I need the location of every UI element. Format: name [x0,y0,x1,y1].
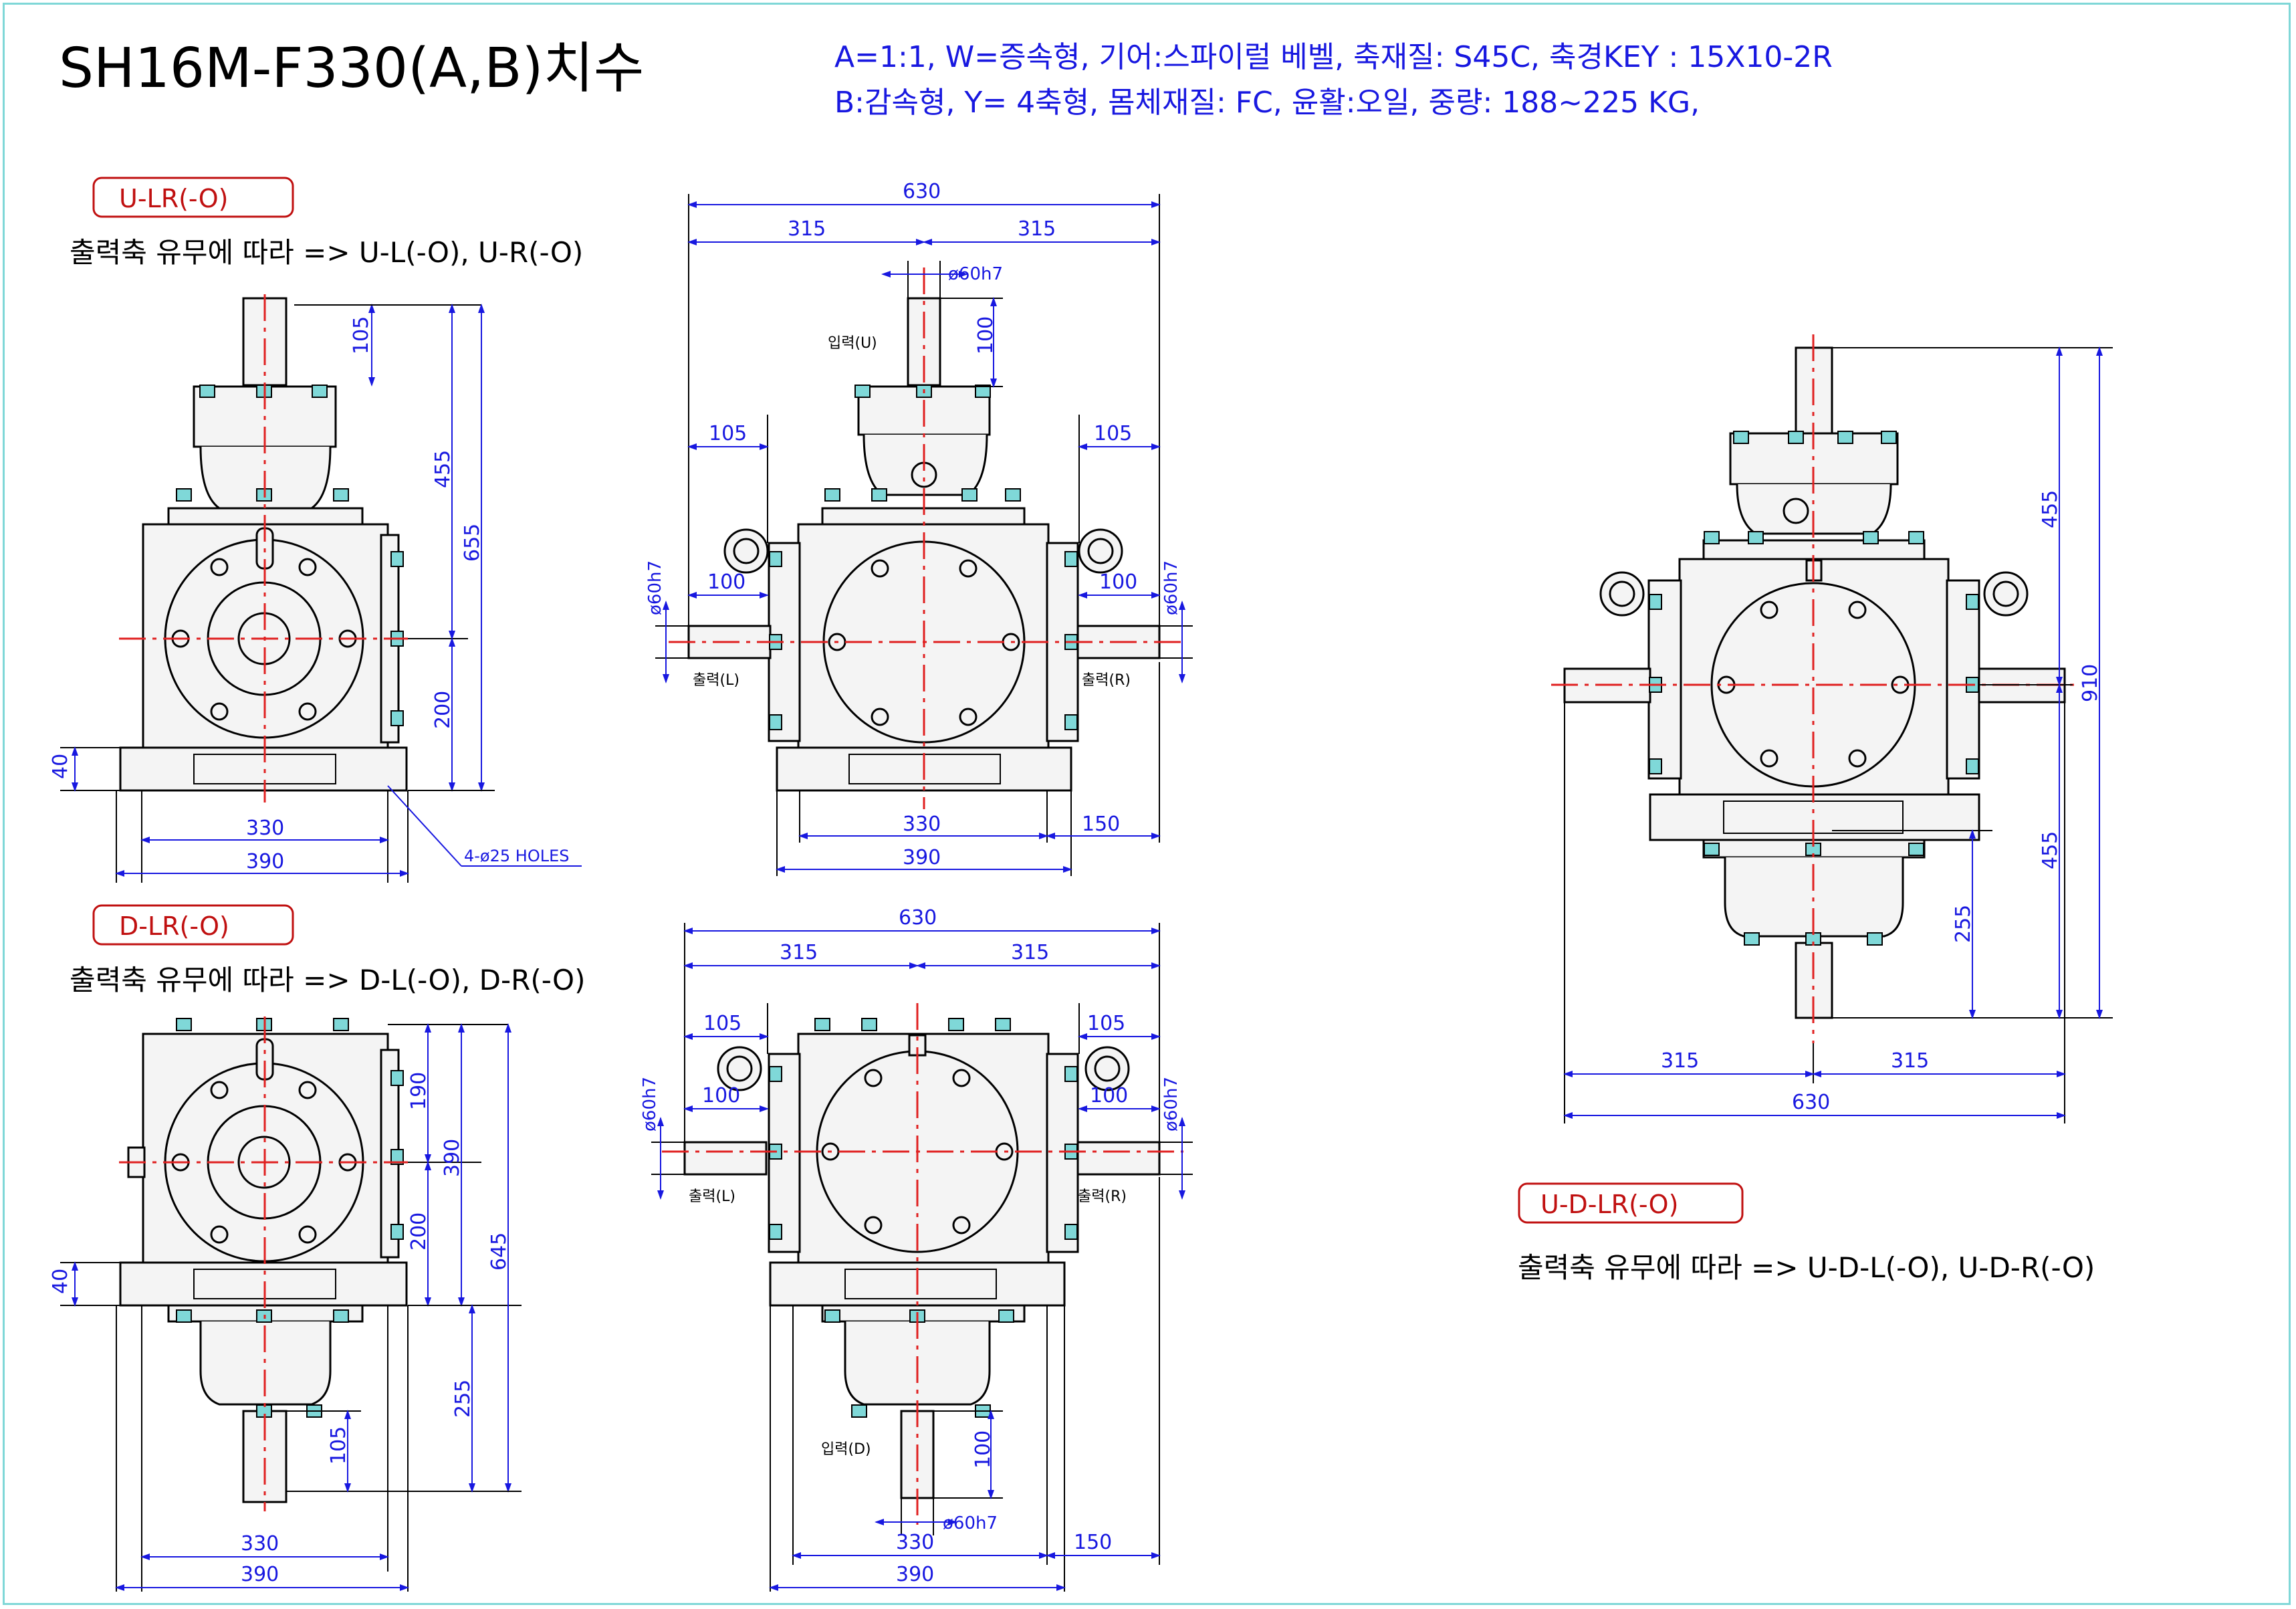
dim-390: 390 [241,1563,279,1586]
dim-150: 150 [1082,813,1120,836]
dim-455: 455 [431,450,455,488]
dim-40: 40 [49,1269,72,1294]
dim-315-left: 315 [1661,1049,1699,1073]
dim-phi-left: ø60h7 [640,1077,660,1132]
view-u-d-lr: 455 455 910 255 315 315 630 U-D-LR(-O) 출… [1518,334,2113,1284]
dim-390: 390 [896,1563,934,1586]
label-output-r: 출력(R) [1082,672,1131,689]
dim-330: 330 [246,817,284,840]
dim-105: 105 [350,316,373,354]
dim-315-right: 315 [1018,217,1056,241]
view-label-box [92,904,294,946]
dim-455-top: 455 [2039,490,2062,528]
dim-330: 330 [241,1532,279,1556]
drawing-frame [3,3,2291,1605]
view-label-box [92,177,294,218]
dim-phi-left: ø60h7 [645,560,665,615]
dim-100-input: 100 [971,1430,995,1469]
dim-315-right: 315 [1011,941,1049,964]
dim-40: 40 [49,754,72,779]
dim-390: 390 [903,846,941,869]
view-label-box [1518,1182,1744,1224]
dim-phi-right: ø60h7 [1161,1077,1181,1132]
dim-255: 255 [451,1380,475,1418]
dim-105-left: 105 [703,1012,741,1035]
dim-255: 255 [1952,905,1975,943]
dim-150: 150 [1074,1531,1112,1554]
view-note-u-d-lr: 출력축 유무에 따라 => U-D-L(-O), U-D-R(-O) [1518,1251,2095,1284]
dim-105-left: 105 [709,422,747,445]
dim-645: 645 [487,1232,511,1271]
dim-phi-right: ø60h7 [1161,560,1181,615]
dim-630: 630 [903,180,941,203]
dim-910: 910 [2079,664,2102,702]
view-label-u-lr: U-LR(-O) [119,184,228,213]
view-u-lr-front: 630 315 315 ø60h7 100 입력(U) 105 105 100 … [645,180,1193,876]
dim-630: 630 [899,906,937,930]
dim-455-bottom: 455 [2039,831,2062,869]
dim-200: 200 [407,1212,431,1251]
view-note-u-lr: 출력축 유무에 따라 => U-L(-O), U-R(-O) [70,236,583,269]
dim-105-right: 105 [1094,422,1132,445]
dim-holes: 4-ø25 HOLES [464,847,570,865]
dim-330: 330 [896,1531,934,1554]
view-u-lr: U-LR(-O) 출력축 유무에 따라 => U-L(-O), U-R(-O) [49,177,583,883]
dim-100-left: 100 [702,1084,740,1107]
spec-line-1: A=1:1, W=증속형, 기어:스파이럴 베벨, 축재질: S45C, 축경K… [834,40,1833,74]
view-d-lr: D-LR(-O) 출력축 유무에 따라 => D-L(-O), D-R(-O) … [49,904,586,1592]
dim-phi-input: ø60h7 [948,264,1003,284]
label-output-r: 출력(R) [1078,1188,1127,1205]
dim-105-right: 105 [1087,1012,1125,1035]
dim-315-left: 315 [780,941,818,964]
dim-330: 330 [903,813,941,836]
view-label-u-d-lr: U-D-LR(-O) [1540,1190,1678,1219]
dim-315-left: 315 [788,217,826,241]
label-input-u: 입력(U) [828,335,877,352]
label-input-d: 입력(D) [821,1441,871,1458]
dim-100-right: 100 [1099,570,1137,594]
dim-190: 190 [407,1072,431,1110]
dim-315-right: 315 [1891,1049,1929,1073]
dim-phi-input: ø60h7 [943,1513,998,1533]
dim-100-left: 100 [707,570,745,594]
label-output-l: 출력(L) [689,1188,735,1205]
view-label-d-lr: D-LR(-O) [119,911,229,941]
dim-100-input: 100 [974,316,998,354]
view-d-lr-front: 630 315 315 105 105 100 100 ø60h7 ø60h7 … [640,906,1193,1592]
dim-105: 105 [327,1426,350,1465]
dim-100-right: 100 [1090,1084,1128,1107]
page-title: SH16M-F330(A,B)치수 [59,37,644,100]
dim-630: 630 [1792,1091,1830,1114]
dim-655: 655 [461,524,484,562]
dim-200: 200 [431,691,455,729]
spec-line-2: B:감속형, Y= 4축형, 몸체재질: FC, 윤활:오일, 중량: 188~… [834,86,1700,120]
view-note-d-lr: 출력축 유무에 따라 => D-L(-O), D-R(-O) [70,964,586,996]
label-output-l: 출력(L) [693,672,739,689]
dim-390-vertical: 390 [441,1139,464,1177]
dim-390: 390 [246,850,284,873]
